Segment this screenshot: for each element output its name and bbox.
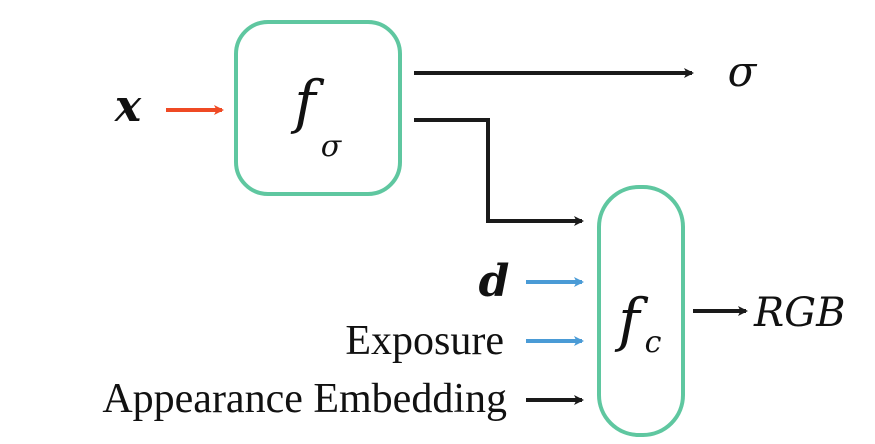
rgb-output-label: RGB bbox=[753, 290, 845, 336]
input-exposure-label: Exposure bbox=[345, 318, 504, 364]
input-appearance-label: Appearance Embedding bbox=[102, 376, 507, 422]
feature-connector-arrow bbox=[414, 118, 584, 226]
sigma-network-node bbox=[234, 20, 402, 196]
sigma-network-subscript: σ bbox=[321, 129, 343, 164]
input-x-label: x bbox=[114, 81, 142, 132]
sigma-network-symbol: f bbox=[290, 68, 325, 136]
color-network-node bbox=[597, 185, 685, 437]
color-network-subscript: c bbox=[645, 325, 662, 360]
sigma-output-label: σ bbox=[728, 47, 758, 96]
input-d-label: d bbox=[479, 256, 510, 307]
